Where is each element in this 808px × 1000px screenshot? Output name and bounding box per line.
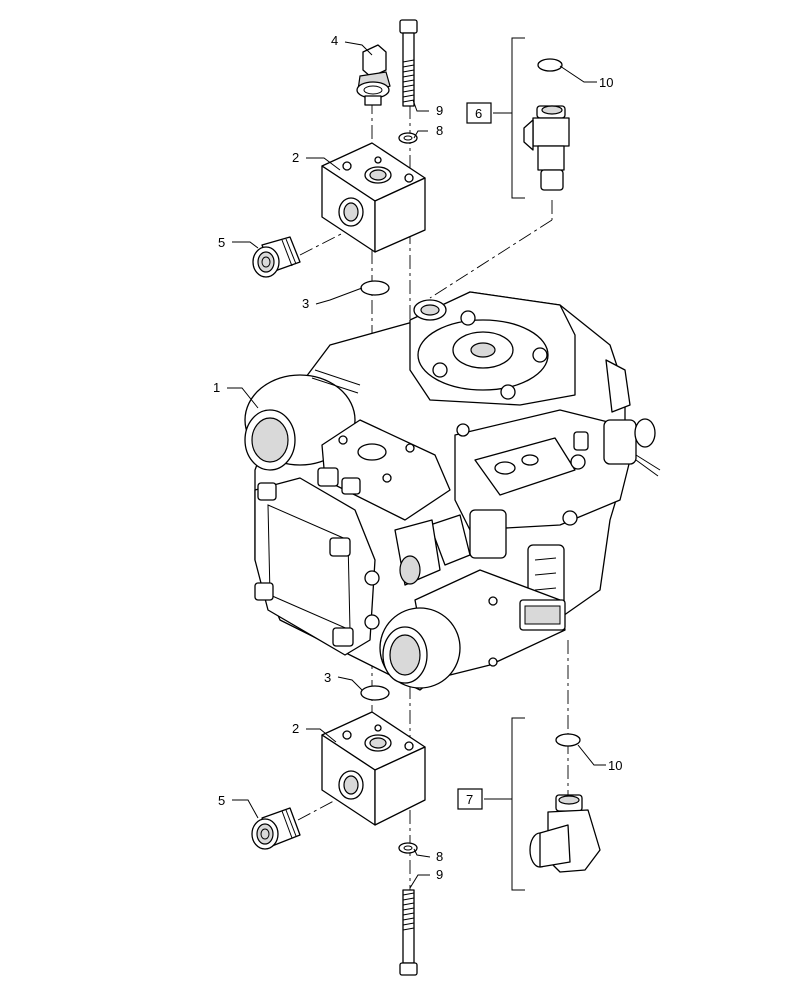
callout-4: 4	[331, 33, 338, 48]
port-block-bottom[interactable]	[321, 711, 426, 826]
pump-left-coupling	[244, 369, 361, 471]
kit-7-group	[457, 717, 601, 891]
o-ring-10-bottom[interactable]	[555, 733, 581, 747]
bolt-top[interactable]	[399, 19, 418, 107]
callout-leaders	[227, 41, 606, 889]
washer-bottom[interactable]	[398, 842, 418, 854]
callout-1: 1	[213, 380, 220, 395]
callout-8-bottom: 8	[436, 849, 443, 864]
plug-bottom[interactable]	[251, 807, 301, 850]
pump-top-cover	[409, 291, 576, 406]
callout-9-top: 9	[436, 103, 443, 118]
callout-6: 6	[475, 106, 482, 121]
plug-top[interactable]	[252, 236, 301, 278]
washer-top[interactable]	[398, 132, 418, 144]
pump-front-flange	[254, 477, 380, 656]
pump-control-valve	[394, 359, 661, 606]
callout-10-bottom: 10	[608, 758, 622, 773]
callout-2-top: 2	[292, 150, 299, 165]
callout-labels: 4 2 5 3 9 8 6 10 1 3 2 5 10 7 8 9	[213, 33, 622, 882]
o-ring-10-top[interactable]	[537, 58, 563, 72]
port-block-top[interactable]	[321, 142, 426, 253]
kit-6-group	[466, 37, 570, 199]
o-ring-3-bottom[interactable]	[360, 685, 390, 701]
callout-9-bottom: 9	[436, 867, 443, 882]
fitting-top[interactable]	[356, 44, 391, 106]
callout-8-top: 8	[436, 123, 443, 138]
pump-bottom-coupling	[379, 569, 566, 689]
callout-box-7	[457, 788, 483, 810]
bolt-bottom[interactable]	[399, 889, 418, 976]
hydraulic-pump[interactable]	[244, 291, 661, 691]
elbow-fitting[interactable]	[529, 794, 601, 873]
callout-box-6	[466, 102, 492, 124]
straight-fitting[interactable]	[523, 105, 570, 191]
callout-2-bottom: 2	[292, 721, 299, 736]
callout-3-top: 3	[302, 296, 309, 311]
pump-mount-pad	[317, 419, 451, 521]
callout-5-top: 5	[218, 235, 225, 250]
callout-3-bottom: 3	[324, 670, 331, 685]
callout-5-bottom: 5	[218, 793, 225, 808]
callout-7: 7	[466, 792, 473, 807]
o-ring-3-top[interactable]	[360, 280, 390, 296]
callout-10-top: 10	[599, 75, 613, 90]
